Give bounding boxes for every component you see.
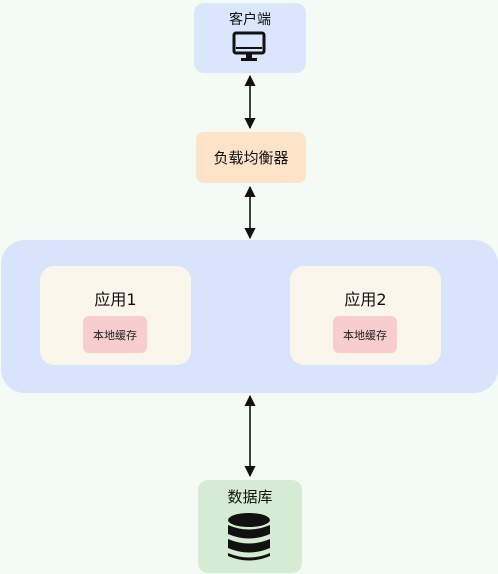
load-balancer-label: 负载均衡器 — [213, 149, 289, 167]
app-cluster: 应用1 本地缓存 应用2 本地缓存 — [1, 240, 498, 393]
database-icon — [226, 512, 272, 566]
cache-label: 本地缓存 — [93, 328, 137, 342]
app-title: 应用1 — [94, 290, 137, 309]
local-cache: 本地缓存 — [83, 316, 147, 353]
database-node: 数据库 — [198, 480, 302, 573]
database-label: 数据库 — [227, 488, 273, 506]
client-label: 客户端 — [229, 12, 271, 28]
local-cache: 本地缓存 — [333, 316, 397, 353]
app-node-2: 应用2 本地缓存 — [290, 266, 441, 365]
app-title: 应用2 — [344, 290, 387, 309]
monitor-icon — [232, 31, 266, 67]
client-node: 客户端 — [194, 3, 306, 73]
cache-label: 本地缓存 — [343, 328, 387, 342]
load-balancer-node: 负载均衡器 — [196, 132, 306, 183]
app-node-1: 应用1 本地缓存 — [40, 266, 191, 365]
